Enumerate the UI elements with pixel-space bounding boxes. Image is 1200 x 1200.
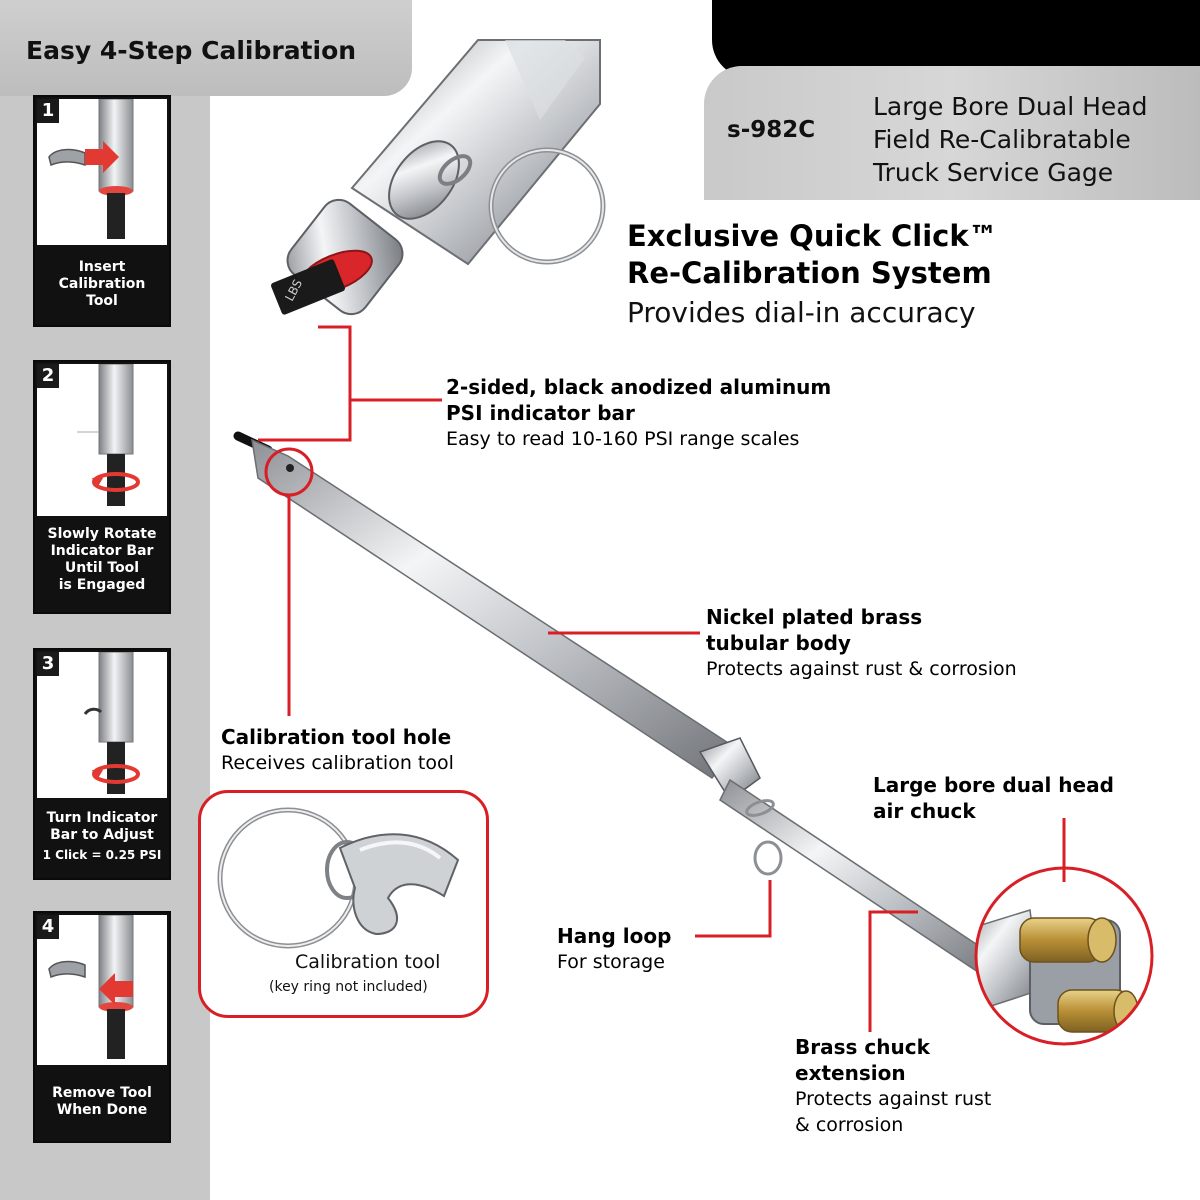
step-4-card: 4 Remove Tool When Done (33, 911, 171, 1143)
loop-desc: For storage (557, 951, 665, 973)
extension-title-2: extension (795, 1061, 906, 1085)
indicator-desc: Easy to read 10-160 PSI range scales (446, 428, 800, 450)
arrow-right-icon (85, 141, 119, 173)
extension-desc-1: Protects against rust (795, 1088, 992, 1110)
extension-callout-line (868, 910, 918, 1032)
step-2-card: 2 Slowly Rotate Indicator Bar Until Tool… (33, 360, 171, 614)
extension-desc-2: & corrosion (795, 1114, 904, 1136)
step-2-text: Slowly Rotate Indicator Bar Until Tool i… (47, 526, 157, 593)
step-2-image (37, 364, 167, 516)
headline-line-2: Re-Calibration System (627, 256, 992, 290)
calibration-tool-title: Calibration tool (295, 951, 441, 973)
step-2-illustration (77, 364, 140, 506)
body-title-2: tubular body (706, 631, 851, 655)
arrow-left-icon (99, 973, 133, 1005)
sidebar-header-tab (0, 0, 412, 96)
calibration-tool-box: Calibration tool (key ring not included) (198, 790, 489, 1018)
step-3-note: 1 Click = 0.25 PSI (42, 848, 162, 862)
chuck-title-2: air chuck (873, 799, 976, 823)
chuck-title-1: Large bore dual head (873, 773, 1114, 797)
step-3-number: 3 (37, 652, 59, 676)
model-number: s-982C (727, 117, 816, 143)
body-desc: Protects against rust & corrosion (706, 658, 1017, 680)
step-4-illustration (48, 915, 134, 1059)
step-3-illustration (83, 652, 140, 794)
gauge-closeup: LBS (271, 39, 601, 316)
description-line-3: Truck Service Gage (873, 158, 1114, 187)
indicator-title-2: PSI indicator bar (446, 401, 635, 425)
sidebar-title: Easy 4-Step Calibration (26, 36, 357, 65)
loop-title: Hang loop (557, 924, 672, 948)
header-black-bar (712, 0, 1200, 78)
step-3-image (37, 652, 167, 798)
hole-callout: Calibration tool hole Receives calibrati… (221, 724, 454, 776)
step-1-text: Insert Calibration Tool (58, 259, 146, 309)
description-line-1: Large Bore Dual Head (873, 92, 1148, 121)
loop-callout-line (695, 880, 772, 938)
description-line-2: Field Re-Calibratable (873, 125, 1131, 154)
indicator-bar-callout: 2-sided, black anodized aluminum PSI ind… (446, 374, 831, 452)
step-1-number: 1 (37, 99, 59, 123)
extension-title-1: Brass chuck (795, 1035, 930, 1059)
headline-subtext: Provides dial-in accuracy (627, 296, 976, 329)
step-4-number: 4 (37, 915, 59, 939)
step-1-image (37, 99, 167, 245)
product-description: Large Bore Dual Head Field Re-Calibratab… (873, 90, 1147, 189)
step-2-number: 2 (37, 364, 59, 388)
hang-loop-callout: Hang loop For storage (557, 923, 671, 975)
step-4-image (37, 915, 167, 1065)
hole-title: Calibration tool hole (221, 725, 452, 749)
chuck-callout: Large bore dual head air chuck (873, 772, 1114, 824)
indicator-title-1: 2-sided, black anodized aluminum (446, 375, 832, 399)
indicator-callout-line (258, 325, 352, 442)
headline-line-1: Exclusive Quick Click™ (627, 219, 998, 253)
extension-callout: Brass chuck extension Protects against r… (795, 1034, 991, 1138)
body-callout: Nickel plated brass tubular body Protect… (706, 604, 1017, 682)
step-1-illustration (48, 99, 134, 239)
key-ring-closeup (437, 147, 606, 265)
step-4-text: Remove Tool When Done (52, 1085, 152, 1118)
calibration-tool-note: (key ring not included) (269, 979, 428, 995)
step-1-card: 1 Insert Calibration Tool (33, 95, 171, 327)
hole-desc: Receives calibration tool (221, 752, 454, 774)
step-3-text: Turn Indicator Bar to Adjust (46, 810, 158, 843)
callout-lines (258, 325, 1066, 1032)
headline: Exclusive Quick Click™ Re-Calibration Sy… (627, 218, 998, 292)
body-title-1: Nickel plated brass (706, 605, 923, 629)
header-gray-panel (704, 66, 1200, 200)
step-3-card: 3 Turn Indicator Bar to Adjust 1 Click =… (33, 648, 171, 880)
chuck-closeup (974, 866, 1154, 1046)
